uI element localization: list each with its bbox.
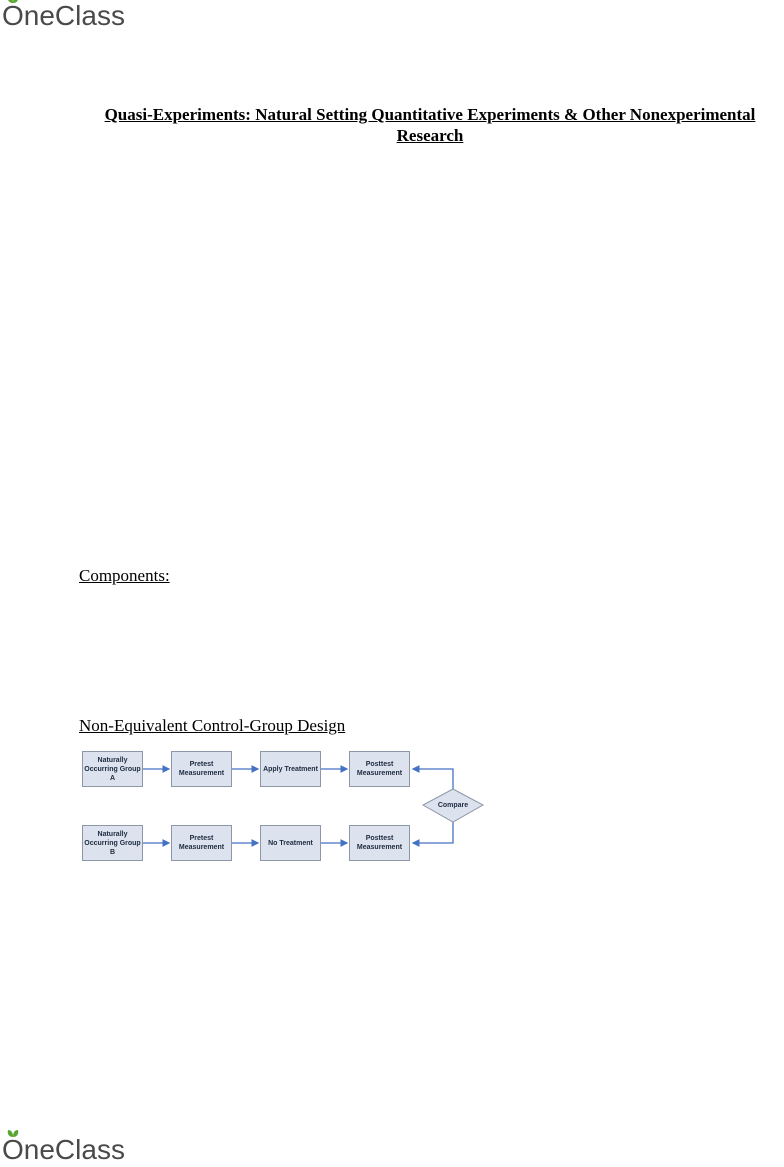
document-title: Quasi-Experiments: Natural Setting Quant… <box>104 105 756 145</box>
leaf-icon <box>7 1130 19 1137</box>
no-treatment-box: No Treatment <box>260 825 321 861</box>
posttest-b-box: Posttest Measurement <box>349 825 410 861</box>
diagram-connectors <box>143 765 485 847</box>
apply-treatment-box: Apply Treatment <box>260 751 321 787</box>
pretest-b-box: Pretest Measurement <box>171 825 232 861</box>
leaf-icon <box>8 0 18 3</box>
logo-wordmark: OneClass <box>2 0 125 31</box>
group-a-box: Naturally Occurring Group A <box>82 751 143 787</box>
oneclass-logo-footer: OneClass <box>2 1130 125 1166</box>
design-heading: Non-Equivalent Control-Group Design <box>79 716 346 735</box>
logo-wordmark-footer: OneClass <box>2 1134 125 1165</box>
oneclass-logo: OneClass <box>2 0 125 32</box>
pretest-a-box: Pretest Measurement <box>171 751 232 787</box>
components-heading: Components: <box>79 566 170 585</box>
compare-label: Compare <box>437 801 469 809</box>
group-b-box: Naturally Occurring Group B <box>82 825 143 861</box>
posttest-a-box: Posttest Measurement <box>349 751 410 787</box>
control-group-design-diagram: Naturally Occurring Group A Pretest Meas… <box>80 745 490 867</box>
